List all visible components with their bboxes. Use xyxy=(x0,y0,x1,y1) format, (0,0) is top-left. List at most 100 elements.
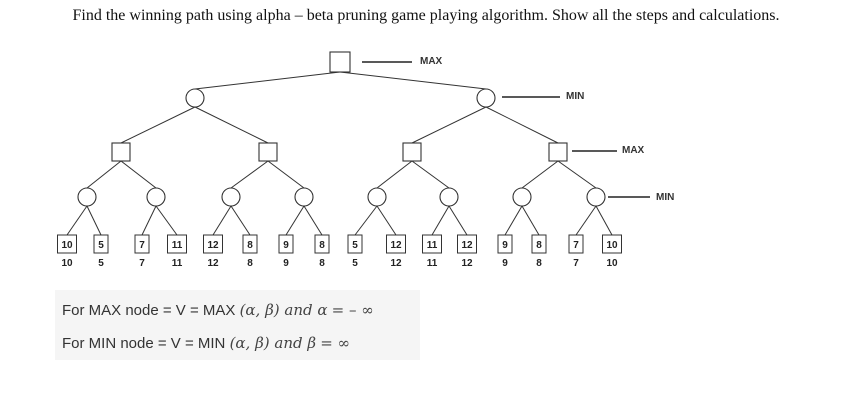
min-rule-math: (α, β) and β xyxy=(229,334,317,352)
edge xyxy=(267,160,305,189)
min-node-level3-1 xyxy=(77,187,97,207)
leaf-value: 12 xyxy=(390,258,402,269)
max-node-level2-2 xyxy=(258,142,278,162)
leaf-box-value: 12 xyxy=(390,240,402,251)
leaf-box xyxy=(242,234,258,254)
leaf-box xyxy=(167,234,187,254)
label-min-level3: MIN xyxy=(656,192,674,203)
edge xyxy=(86,205,102,236)
edge xyxy=(521,205,540,236)
leaf-box xyxy=(386,234,406,254)
leaf-box xyxy=(57,234,77,254)
leaf-box xyxy=(93,234,109,254)
min-node-level3-8 xyxy=(586,187,606,207)
leaf-box-value: 5 xyxy=(352,240,358,251)
edge xyxy=(431,205,450,236)
edge xyxy=(120,106,196,144)
leaf-value: 8 xyxy=(536,258,542,269)
leaf-box-value: 10 xyxy=(61,240,73,251)
min-node-level3-4 xyxy=(294,187,314,207)
leaf-value: 9 xyxy=(502,258,508,269)
edge xyxy=(411,106,487,144)
game-tree: 1010557711111212889988551212111112129988… xyxy=(57,51,674,269)
leaf-box-value: 8 xyxy=(536,240,542,251)
notes-panel: For MAX node = V = MAX (α, β) and α = – … xyxy=(55,290,420,360)
leaf-value: 11 xyxy=(172,258,183,269)
leaf-box xyxy=(568,234,584,254)
leaf-value: 8 xyxy=(247,258,253,269)
leaf-box xyxy=(134,234,150,254)
leaf-box-value: 10 xyxy=(606,240,618,251)
max-node-root xyxy=(329,51,351,73)
leaf-box xyxy=(602,234,622,254)
edge xyxy=(86,160,122,189)
leaf-value: 7 xyxy=(573,258,579,269)
edge xyxy=(504,205,523,236)
edge xyxy=(194,106,269,144)
edge xyxy=(155,205,178,236)
edge xyxy=(376,205,397,236)
leaf-value: 10 xyxy=(606,258,618,269)
leaf-box xyxy=(531,234,547,254)
min-node-level3-5 xyxy=(367,187,387,207)
leaf-box xyxy=(314,234,330,254)
edge xyxy=(557,160,597,189)
edge xyxy=(303,205,323,236)
leaf-box xyxy=(203,234,223,254)
leaf-box xyxy=(278,234,294,254)
min-rule-value: = ∞ xyxy=(320,334,351,352)
leaf-box-value: 12 xyxy=(207,240,219,251)
min-node-level3-3 xyxy=(221,187,241,207)
leaf-box xyxy=(497,234,513,254)
leaf-value: 11 xyxy=(427,258,438,269)
leaf-box-value: 7 xyxy=(573,240,579,251)
min-node-rule: For MIN node = V = MIN (α, β) and β = ∞ xyxy=(62,334,350,352)
edge xyxy=(448,205,468,236)
leaf-box xyxy=(422,234,442,254)
edge xyxy=(575,205,597,236)
min-node-level1-2 xyxy=(476,88,496,108)
max-node-level2-1 xyxy=(111,142,131,162)
leaf-box-value: 11 xyxy=(427,240,438,251)
leaf-value: 9 xyxy=(283,258,289,269)
leaf-value: 10 xyxy=(61,258,73,269)
max-rule-prefix: For MAX node = V = MAX xyxy=(62,302,240,319)
leaf-value: 5 xyxy=(98,258,104,269)
leaf-box-value: 9 xyxy=(502,240,508,251)
max-rule-math: (α, β) and α xyxy=(239,301,328,319)
edge xyxy=(339,71,487,90)
label-max-level2: MAX xyxy=(622,145,645,156)
max-node-rule: For MAX node = V = MAX (α, β) and α = – … xyxy=(62,301,374,319)
label-min-level1: MIN xyxy=(566,91,584,102)
leaf-box xyxy=(457,234,477,254)
edge xyxy=(485,106,559,144)
max-node-level2-3 xyxy=(402,142,422,162)
leaf-value: 7 xyxy=(139,258,145,269)
min-rule-prefix: For MIN node = V = MIN xyxy=(62,335,230,352)
leaf-box-value: 9 xyxy=(283,240,289,251)
leaf-box xyxy=(347,234,363,254)
leaf-value: 8 xyxy=(319,258,325,269)
leaf-box-value: 5 xyxy=(98,240,104,251)
edge xyxy=(285,205,305,236)
leaf-value: 5 xyxy=(352,258,358,269)
leaf-box-value: 7 xyxy=(139,240,145,251)
label-max-root: MAX xyxy=(420,56,443,67)
min-node-level3-2 xyxy=(146,187,166,207)
leaf-box-value: 8 xyxy=(319,240,325,251)
max-rule-value: = – ∞ xyxy=(331,301,374,319)
edge xyxy=(376,160,413,189)
edge xyxy=(194,71,341,90)
edge xyxy=(230,205,251,236)
min-node-level3-6 xyxy=(439,187,459,207)
min-node-level1-1 xyxy=(185,88,205,108)
leaf-value: 12 xyxy=(207,258,219,269)
edge xyxy=(354,205,378,236)
edge xyxy=(521,160,559,189)
edge xyxy=(141,205,157,236)
edge xyxy=(411,160,450,189)
leaf-box-value: 12 xyxy=(461,240,473,251)
min-node-level3-7 xyxy=(512,187,532,207)
question-text: Find the winning path using alpha – beta… xyxy=(72,7,780,24)
leaf-value: 12 xyxy=(461,258,473,269)
